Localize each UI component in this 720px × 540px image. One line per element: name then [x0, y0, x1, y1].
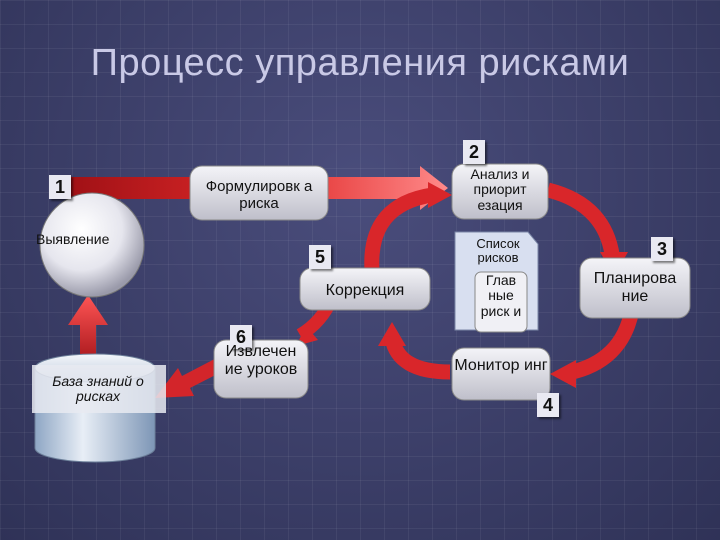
- step-4-label: Монитор инг: [454, 357, 548, 374]
- monitor-box: [451, 347, 551, 401]
- step-3-label: Планирова ние: [593, 270, 677, 305]
- arrow-base-to-identify: [68, 295, 108, 370]
- step-6-number: 6: [230, 325, 252, 349]
- formulation-box: [189, 165, 329, 221]
- risk-list-document: [454, 231, 539, 333]
- main-risks-label: Глав ные риск и: [480, 272, 522, 319]
- step-1-label: Выявление: [36, 231, 110, 247]
- step-5-number: 5: [309, 245, 331, 269]
- step-5-label: Коррекция: [325, 282, 405, 299]
- plan-box: [579, 257, 691, 319]
- risk-list-label: Список рисков: [476, 236, 520, 266]
- slide-title: Процесс управления рисками: [90, 42, 630, 84]
- step-3-number: 3: [651, 237, 673, 261]
- step-1-number: 1: [49, 175, 71, 199]
- analyze-box: [451, 163, 549, 220]
- correct-box: [299, 267, 431, 311]
- identify-ball: [39, 192, 145, 298]
- step-6-label: Извлечен ие уроков: [224, 343, 298, 378]
- step-2-label: Анализ и приорит езация: [470, 166, 530, 213]
- lessons-box: [213, 339, 309, 399]
- formulation-label: Формулировк а риска: [205, 178, 313, 212]
- cycle-arc-plan-monitor: [550, 308, 640, 388]
- knowledge-base-cylinder: [32, 353, 166, 463]
- step-2-number: 2: [463, 140, 485, 164]
- step-4-number: 4: [537, 393, 559, 417]
- cycle-arc-monitor-correct: [378, 322, 451, 380]
- cycle-arc-correct-analyze: [364, 182, 452, 271]
- knowledge-base-label: База знаний о рисках: [52, 373, 144, 405]
